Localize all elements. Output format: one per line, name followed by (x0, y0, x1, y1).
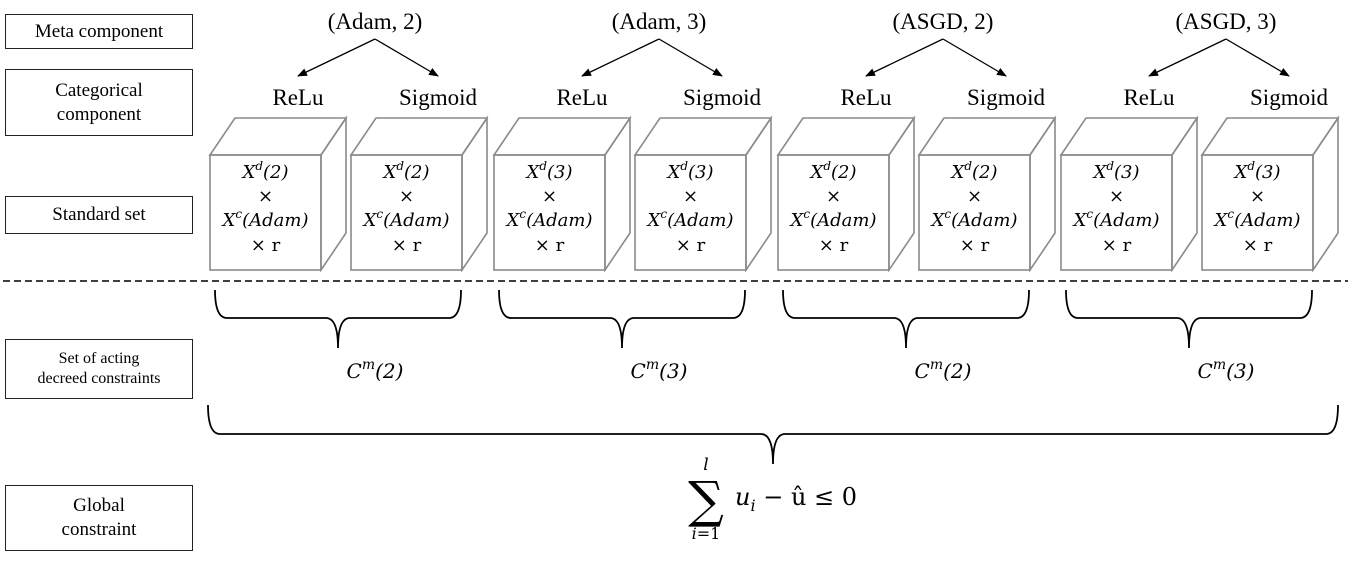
cube-text-line: Xc(Adam) (789, 207, 877, 231)
cube-text-line: × (542, 186, 557, 207)
cube-front-face (918, 154, 1031, 271)
arrow-right (942, 38, 1007, 77)
cube-text-line: Xd(3) (1091, 159, 1139, 183)
cube-text-line: × r (1102, 235, 1132, 256)
arrow-left (581, 38, 660, 77)
arrow-left (297, 38, 376, 77)
global-constraint-label: Global constraint (5, 485, 193, 551)
arrow-left (865, 38, 944, 77)
categorical-label-relu: ReLu (272, 85, 324, 110)
cube-text-line: × (399, 186, 414, 207)
cube-text-line: Xd(2) (240, 159, 288, 183)
standard-set-cube: Xd(3) ×Xc(Adam) × r (1200, 115, 1340, 273)
arrow-right (374, 38, 439, 77)
cube-text-line: Xd(2) (949, 159, 997, 183)
meta-component-text: (Adam, 3) (612, 9, 707, 34)
standard-set-cube: Xd(3) ×Xc(Adam) × r (633, 115, 773, 273)
standard-set-cube: Xd(3) ×Xc(Adam) × r (1059, 115, 1199, 273)
cube-text-line: × r (392, 235, 422, 256)
meta-component-label: Meta component (5, 14, 193, 49)
global-brace (207, 404, 1339, 465)
sum-symbol: ∑ (688, 471, 724, 529)
cube-text-line: × r (1243, 235, 1273, 256)
standard-set-cube: Xd(2) ×Xc(Adam) × r (208, 115, 348, 273)
group-brace (1065, 289, 1313, 349)
cube-text-line: Xd(3) (665, 159, 713, 183)
arrow-right (1225, 38, 1290, 77)
cube-text-line: Xd(3) (1232, 159, 1280, 183)
cube-front-face (493, 154, 606, 271)
cube-front-face (634, 154, 747, 271)
sum-lower-limit: i=1 (692, 524, 721, 543)
categorical-label-sigmoid: Sigmoid (399, 85, 477, 110)
cube-right-face (320, 115, 347, 273)
cube-right-face (1312, 115, 1339, 273)
meta-component-text: (Adam, 2) (328, 9, 423, 34)
standard-set-cube: Xd(2) ×Xc(Adam) × r (776, 115, 916, 273)
constraint-label: Cm(3) (1198, 357, 1255, 383)
acting-constraints-label: Set of acting decreed constraints (5, 339, 193, 399)
cube-text-line: × r (960, 235, 990, 256)
cube-text-line: Xc(Adam) (221, 207, 309, 231)
cube-text-line: Xc(Adam) (646, 207, 734, 231)
categorical-label-relu: ReLu (840, 85, 892, 110)
standard-set-cube: Xd(2) ×Xc(Adam) × r (917, 115, 1057, 273)
cube-front-face (1060, 154, 1173, 271)
cube-text-line: Xd(3) (524, 159, 572, 183)
group-brace (782, 289, 1030, 349)
categorical-label-relu: ReLu (1123, 85, 1175, 110)
cube-text-line: Xc(Adam) (930, 207, 1018, 231)
cube-text-line: × r (676, 235, 706, 256)
cube-right-face (1171, 115, 1198, 273)
cube-front-face (350, 154, 463, 271)
categorical-label-sigmoid: Sigmoid (967, 85, 1045, 110)
sum-term: ui − û ≤ 0 (735, 483, 857, 515)
constraint-label: Cm(3) (631, 357, 688, 383)
group-brace (498, 289, 746, 349)
constraint-label: Cm(2) (347, 357, 404, 383)
cube-right-face (461, 115, 488, 273)
categorical-label-sigmoid: Sigmoid (683, 85, 761, 110)
global-formula: l∑i=1 ui − û ≤ 0 (688, 455, 857, 543)
meta-component-text: (ASGD, 3) (1176, 9, 1277, 34)
cube-right-face (604, 115, 631, 273)
standard-set-cube: Xd(2) ×Xc(Adam) × r (349, 115, 489, 273)
cube-text-line: Xc(Adam) (505, 207, 593, 231)
cube-text-line: × (258, 186, 273, 207)
cube-right-face (745, 115, 772, 273)
cube-text-line: × (967, 186, 982, 207)
cube-text-line: Xc(Adam) (1072, 207, 1160, 231)
cube-text-line: Xd(2) (381, 159, 429, 183)
arrow-right (658, 38, 723, 77)
sum-upper-limit: l (703, 455, 708, 475)
cube-text-line: × (1250, 186, 1265, 207)
cube-text-line: × (826, 186, 841, 207)
group-brace (214, 289, 462, 349)
arrow-left (1148, 38, 1227, 77)
cube-text-line: × r (535, 235, 565, 256)
cube-text-line: × r (251, 235, 281, 256)
cube-text-line: × (1109, 186, 1124, 207)
standard-set-label: Standard set (5, 196, 193, 234)
cube-text-line: Xd(2) (808, 159, 856, 183)
cube-right-face (1029, 115, 1056, 273)
categorical-label-sigmoid: Sigmoid (1250, 85, 1328, 110)
meta-component-text: (ASGD, 2) (893, 9, 994, 34)
cube-right-face (888, 115, 915, 273)
cube-text-line: Xc(Adam) (1213, 207, 1301, 231)
categorical-label-relu: ReLu (556, 85, 608, 110)
cube-text-line: × r (819, 235, 849, 256)
constraint-label: Cm(2) (915, 357, 972, 383)
cube-text-line: × (683, 186, 698, 207)
standard-set-cube: Xd(3) ×Xc(Adam) × r (492, 115, 632, 273)
categorical-component-label: Categorical component (5, 69, 193, 136)
cube-text-line: Xc(Adam) (362, 207, 450, 231)
